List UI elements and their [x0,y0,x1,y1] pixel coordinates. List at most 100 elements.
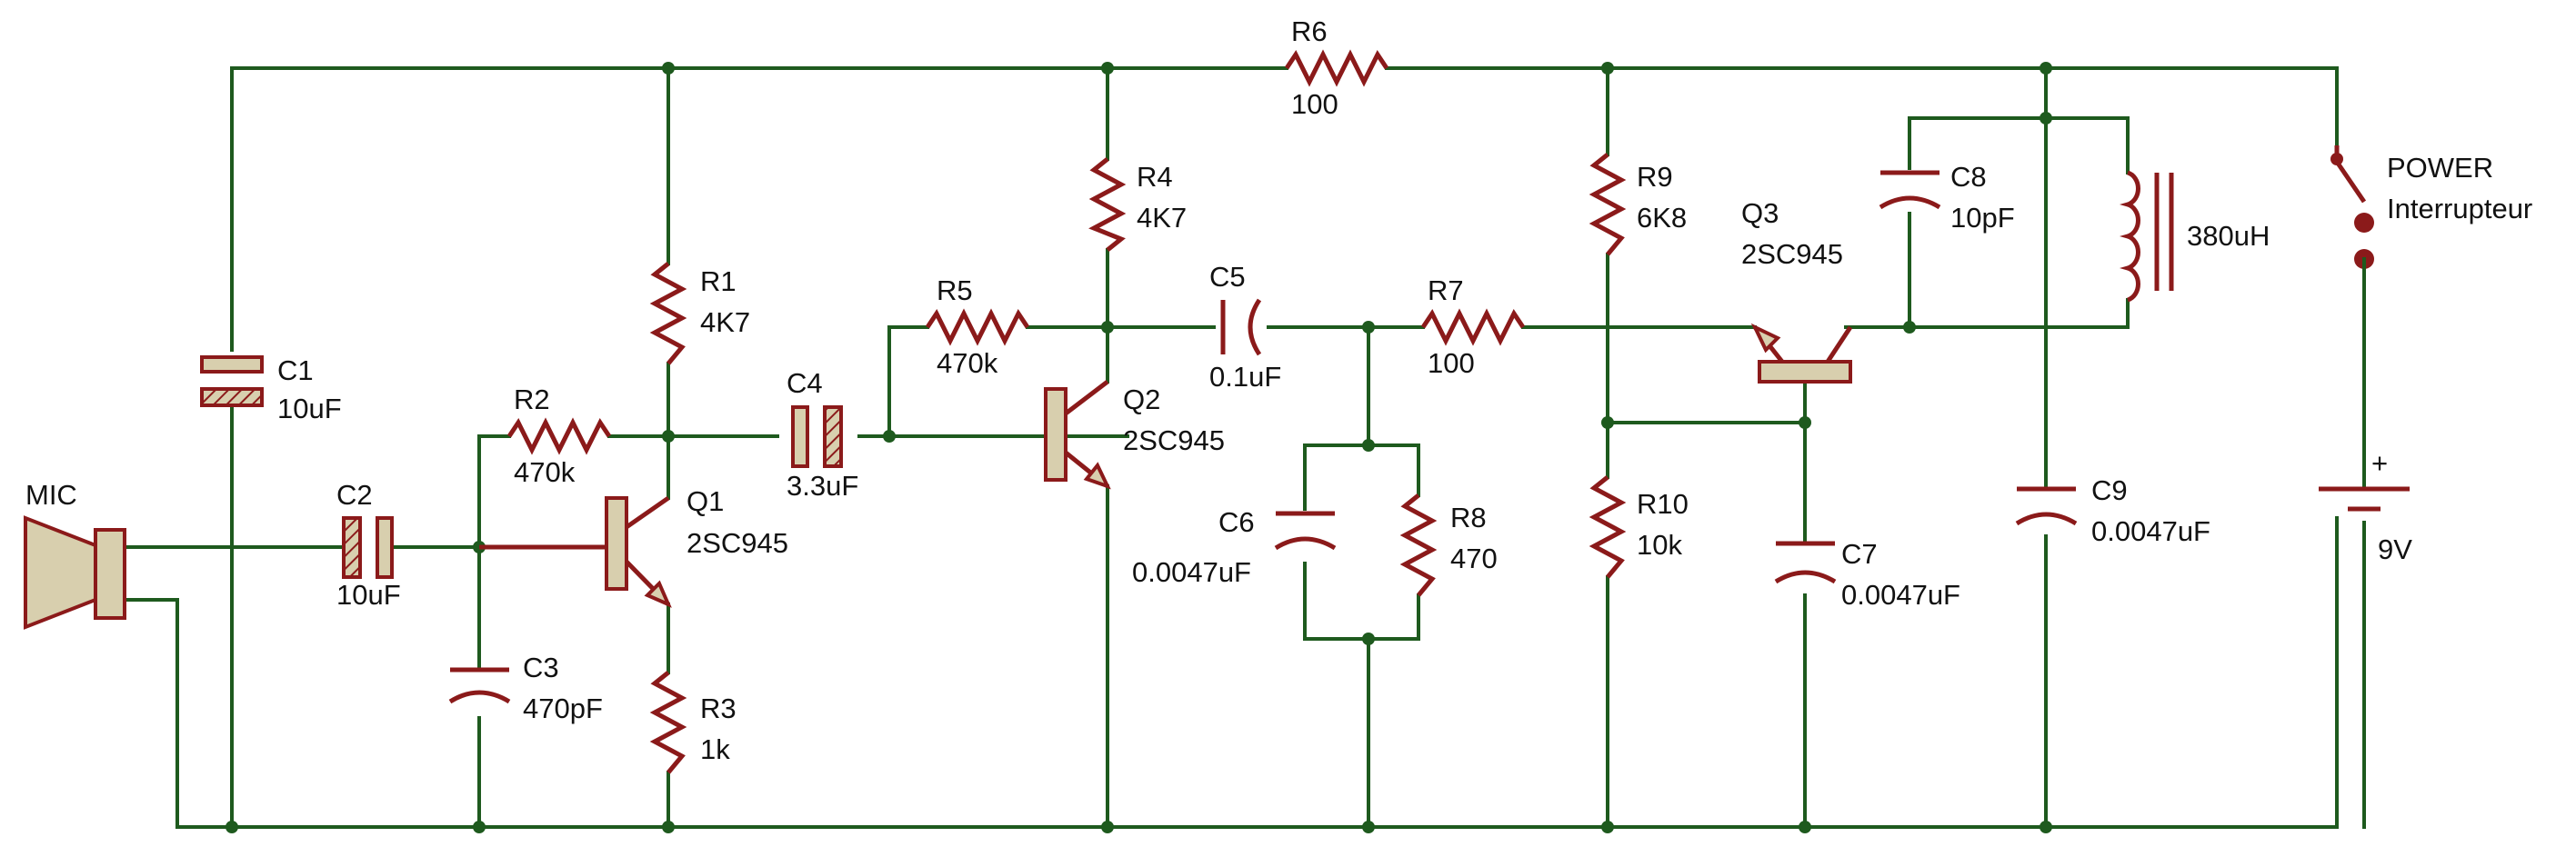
resistor-r1 [649,262,687,365]
q3-base-wire [1606,371,1807,829]
junction-dot [1362,439,1375,452]
q2-value-label: 2SC945 [1123,424,1225,456]
c7-value-label: 0.0047uF [1841,579,1960,611]
l1-value-label: 380uH [2187,220,2270,252]
junction-dot [2040,821,2052,833]
junction-dot [1601,821,1614,833]
junction-dot [662,821,675,833]
r3-value-label: 1k [700,733,730,765]
c2-value-label: 10uF [336,579,401,611]
microphone-icon [24,515,126,630]
mic-label: MIC [25,479,77,511]
r10-ref-label: R10 [1637,488,1689,520]
junction-dot [883,430,896,443]
junctions [226,62,2052,833]
junction-dot [1362,821,1375,833]
resistor-r9 [1589,153,1627,256]
r1-ref-label: R1 [700,265,737,297]
capacitor-c4 [791,405,843,468]
q3-collector-wire [1844,66,2130,329]
r4-value-label: 4K7 [1137,202,1187,234]
c6-ref-label: C6 [1218,506,1255,538]
top-rail-wire [230,66,2339,147]
r9-ref-label: R9 [1637,161,1673,193]
c3-value-label: 470pF [523,693,603,724]
mic-ground-wire [125,598,179,829]
c7-ref-label: C7 [1841,538,1878,570]
c3-ref-label: C3 [523,652,559,683]
capacitor-c2 [342,516,394,579]
junction-dot [1362,633,1375,645]
r5-value-label: 470k [937,347,998,379]
r9-value-label: 6K8 [1637,202,1687,234]
r2-ref-label: R2 [514,384,550,415]
bottom-rail-wire [175,516,2339,829]
junction-dot [2040,62,2052,75]
r8-ref-label: R8 [1450,502,1487,533]
junction-dot [1362,321,1375,334]
resistor-r3 [649,671,687,774]
junction-dot [1101,821,1114,833]
c6-value-label: 0.0047uF [1132,556,1251,588]
transistor-q1 [479,495,672,608]
r6-value-label: 100 [1291,88,1338,120]
battery-value-label: 9V [2378,533,2412,565]
transistor-q3 [1750,323,1853,384]
r3-ref-label: R3 [700,693,737,724]
switch-value-label: Interrupteur [2387,193,2532,224]
c9-value-label: 0.0047uF [2091,515,2210,547]
junction-dot [473,821,486,833]
switch-ref-label: POWER [2387,152,2493,184]
resistor-r10 [1589,475,1627,579]
c8-value-label: 10pF [1950,202,2015,234]
q1-ref-label: Q1 [687,485,724,517]
capacitor-c7 [1774,541,1837,584]
c6-r8-wire [1303,325,1420,829]
wires [125,66,2339,829]
c1-ref-label: C1 [277,354,314,386]
capacitor-c1 [200,355,264,407]
q2-ref-label: Q2 [1123,384,1160,415]
resistor-r5 [925,308,1030,346]
resistor-r2 [506,417,612,455]
junction-dot [1799,416,1811,429]
r1-value-label: 4K7 [700,306,750,338]
inductor-l1 [2120,170,2174,303]
c5-value-label: 0.1uF [1209,361,1281,393]
r5-wire [887,325,1109,438]
q3-value-label: 2SC945 [1741,238,1843,270]
q1-value-label: 2SC945 [687,527,788,559]
r5-ref-label: R5 [937,274,973,306]
c4-value-label: 3.3uF [787,470,858,502]
capacitor-c5 [1220,298,1262,356]
battery-polarity-label: + [2371,447,2388,479]
c9-ref-label: C9 [2091,474,2128,506]
r10-value-label: 10k [1637,529,1682,561]
junction-dot [1903,321,1916,334]
transistor-q2 [1044,380,1111,490]
junction-dot [1101,62,1114,75]
resistor-r7 [1420,308,1526,346]
c4-ref-label: C4 [787,367,823,399]
resistor-r6 [1284,49,1389,87]
capacitor-c6 [1274,511,1337,551]
power-switch-icon [2330,145,2374,269]
r2-value-label: 470k [514,456,576,488]
junction-dot [1601,416,1614,429]
junction-dot [226,821,238,833]
resistor-r4 [1088,157,1127,252]
junction-dot [662,62,675,75]
junction-dot [2040,112,2052,125]
r6-ref-label: R6 [1291,15,1328,47]
junction-dot [1601,62,1614,75]
c1-value-label: 10uF [277,393,342,424]
r7-ref-label: R7 [1428,274,1464,306]
resistor-r8 [1399,493,1438,597]
capacitor-c8 [1879,170,1941,210]
c8-ref-label: C8 [1950,161,1987,193]
r4-ref-label: R4 [1137,161,1173,193]
r7-value-label: 100 [1428,347,1475,379]
battery-icon [2319,486,2410,512]
capacitor-c3 [448,667,511,704]
